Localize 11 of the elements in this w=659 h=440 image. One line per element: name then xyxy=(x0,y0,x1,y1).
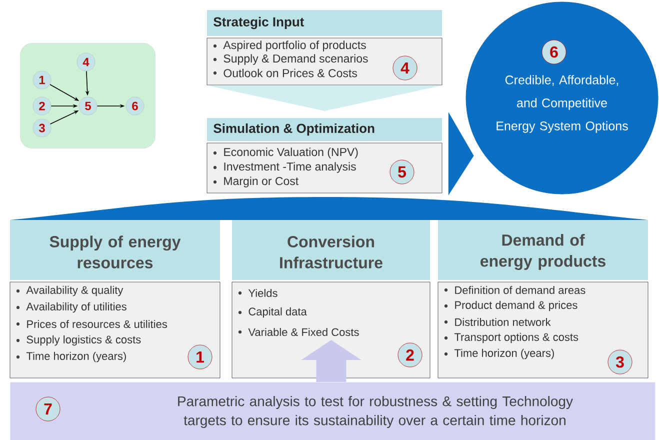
outcome-text: Credible, Affordable, and Competitive Energy System Options xyxy=(496,75,628,133)
panel-heading: Conversion Infrastructure xyxy=(280,236,382,268)
chevron-arrow xyxy=(207,85,442,111)
triangle-arrow xyxy=(448,112,474,196)
number-badge: 7 xyxy=(36,396,60,422)
panel-heading: Demand of energy products xyxy=(480,234,606,270)
note-text: Parametric analysis to test for robustness & setting Technology targets to ensure its sustainability over a certain time horizon xyxy=(178,396,573,428)
number-badge: 6 xyxy=(542,40,566,64)
panel-heading: Simulation & Optimization xyxy=(214,123,374,136)
panel-heading: Supply of energy resources xyxy=(50,236,181,268)
panel-heading: Strategic Input xyxy=(214,16,304,30)
